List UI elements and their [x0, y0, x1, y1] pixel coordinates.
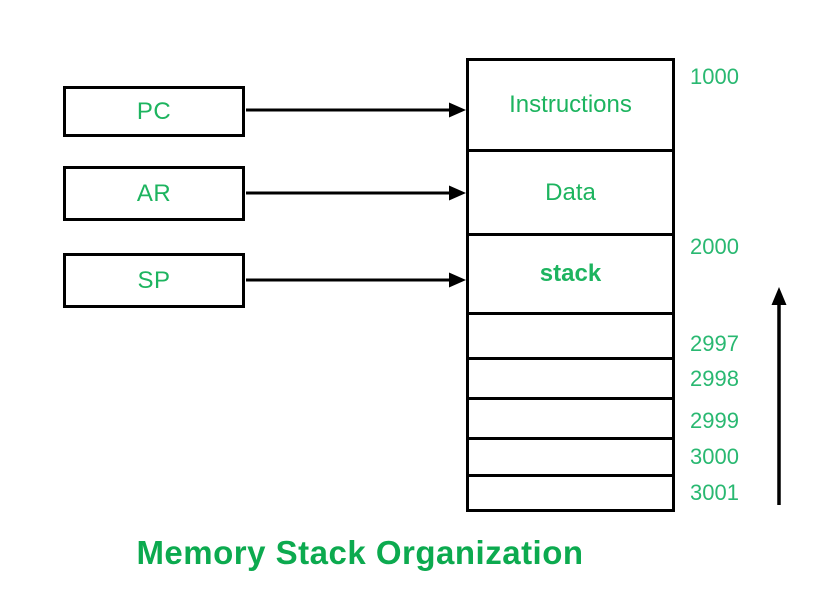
- memory-cell-instructions-label: Instructions: [509, 91, 632, 118]
- memory-cell-instructions: Instructions: [469, 61, 672, 152]
- address-label-3001: 3001: [690, 480, 739, 505]
- memory-cell-stack: stack: [469, 236, 672, 315]
- address-label-2000: 2000: [690, 234, 739, 259]
- sp-to-memory-arrow-icon: [246, 272, 466, 288]
- address-label-2998: 2998: [690, 366, 739, 391]
- address-label-2997: 2997: [690, 331, 739, 356]
- stack-growth-up-arrow-icon: [771, 287, 787, 505]
- diagram-title: Memory Stack Organization: [136, 534, 584, 571]
- register-label-pc: PC: [136, 97, 172, 125]
- memory-cell-data: Data: [469, 152, 672, 236]
- address-label-1000: 1000: [690, 64, 739, 89]
- memory-cell-empty-2998: [469, 360, 672, 400]
- register-box-ar: AR: [63, 166, 245, 221]
- register-label-ar: AR: [136, 179, 172, 207]
- memory-cell-empty-2997: [469, 315, 672, 360]
- memory-cell-empty-2999: [469, 400, 672, 440]
- pc-to-memory-arrow-icon: [246, 102, 466, 118]
- address-label-3000: 3000: [690, 444, 739, 469]
- ar-to-memory-arrow-icon: [246, 185, 466, 201]
- address-label-2999: 2999: [690, 408, 739, 433]
- register-box-pc: PC: [63, 86, 245, 137]
- register-box-sp: SP: [63, 253, 245, 308]
- memory-cell-empty-3001: [469, 477, 672, 509]
- memory-column: Instructions Data stack: [466, 58, 675, 512]
- register-label-sp: SP: [137, 266, 171, 294]
- memory-cell-stack-label: stack: [539, 260, 602, 287]
- memory-cell-empty-3000: [469, 440, 672, 477]
- memory-cell-data-label: Data: [545, 178, 596, 206]
